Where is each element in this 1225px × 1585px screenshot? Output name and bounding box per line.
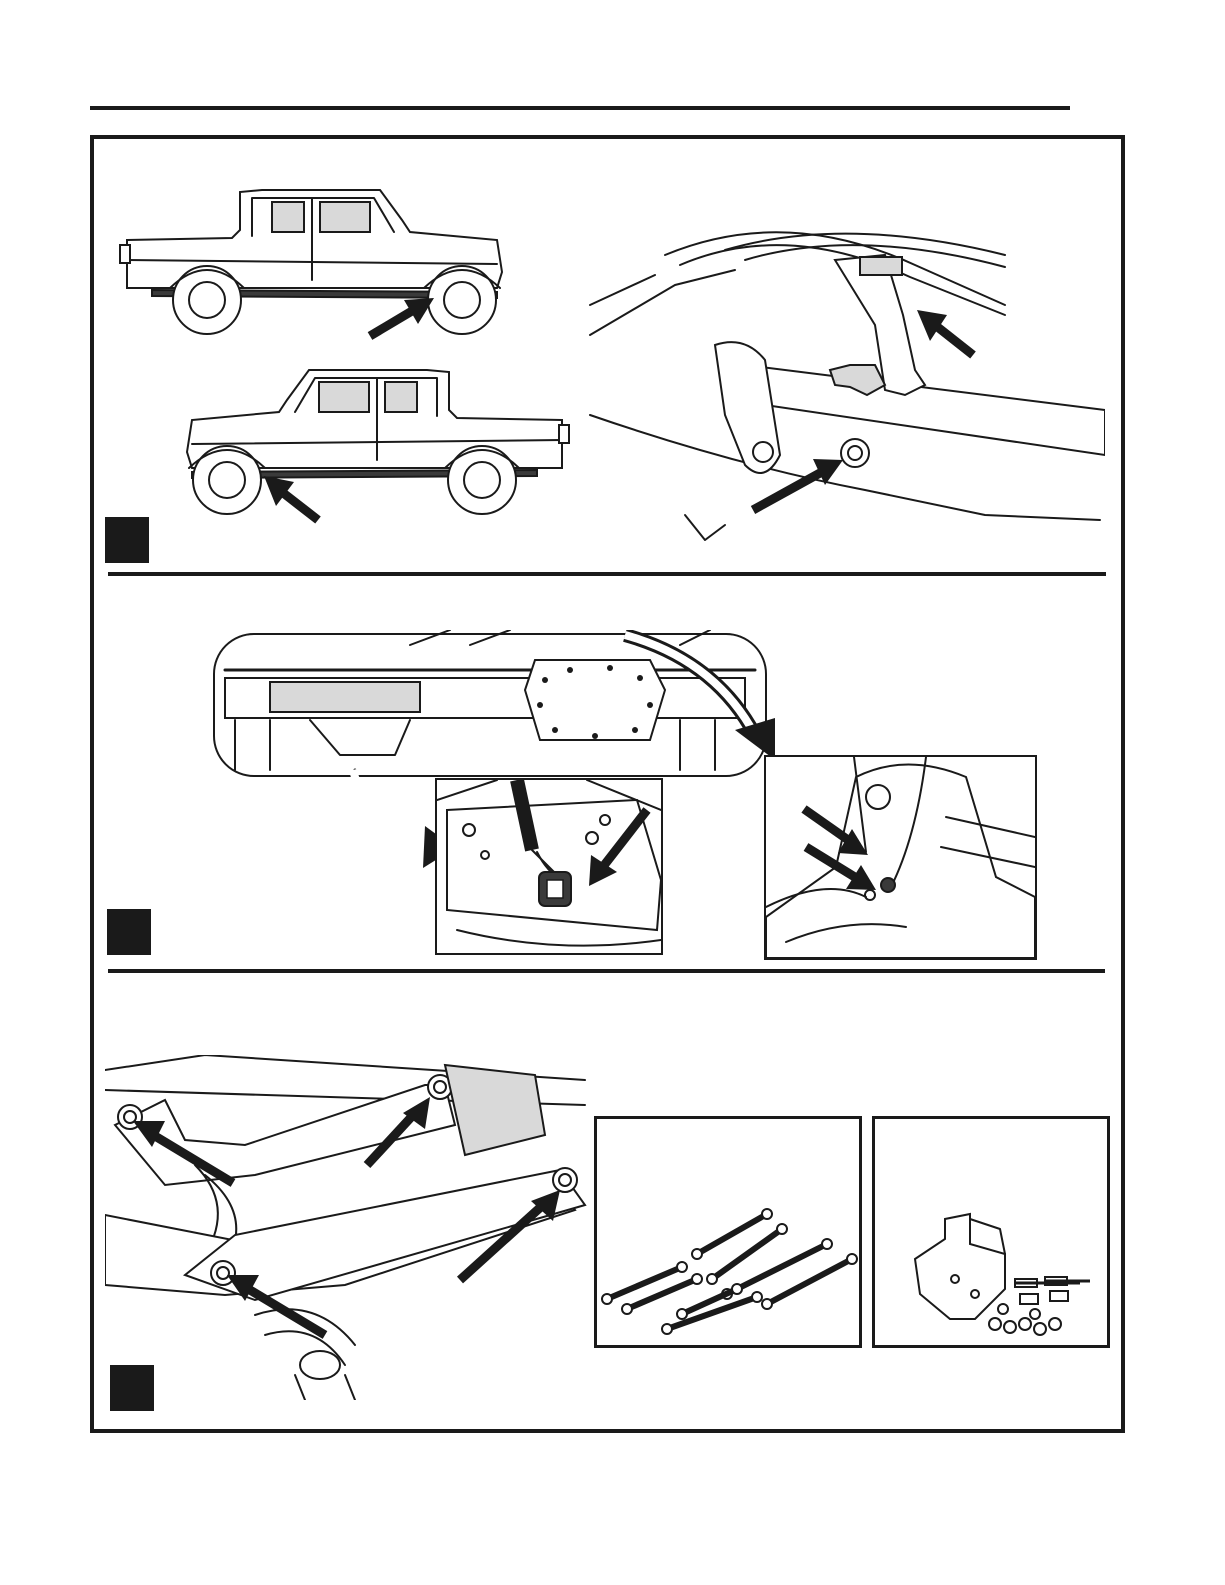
arrow-icon (264, 476, 318, 520)
truck-lower (187, 370, 569, 514)
bracket-hardware-kit (875, 1119, 1107, 1345)
step-number-box (107, 909, 151, 955)
step-number-box (105, 517, 149, 563)
arrow-icon (917, 310, 973, 355)
control-arm-kit (597, 1119, 859, 1345)
section-divider (108, 572, 1106, 576)
arrow-icon (370, 298, 434, 336)
control-arm-mounts (105, 1055, 590, 1400)
step-number-box (110, 1365, 154, 1411)
differential-vent-detail (766, 757, 1035, 958)
truck-upper (120, 190, 502, 334)
vehicle-side-views (112, 180, 592, 530)
abs-sensor-connector-panel (435, 778, 663, 955)
differential-vent-panel (764, 755, 1037, 960)
control-arm-kit-panel (594, 1116, 862, 1348)
top-rule (90, 106, 1070, 110)
brake-line-bracket-detail (585, 215, 1105, 545)
section-divider (108, 969, 1105, 973)
abs-sensor-connector-detail (437, 780, 661, 953)
bracket-hardware-kit-panel (872, 1116, 1110, 1348)
